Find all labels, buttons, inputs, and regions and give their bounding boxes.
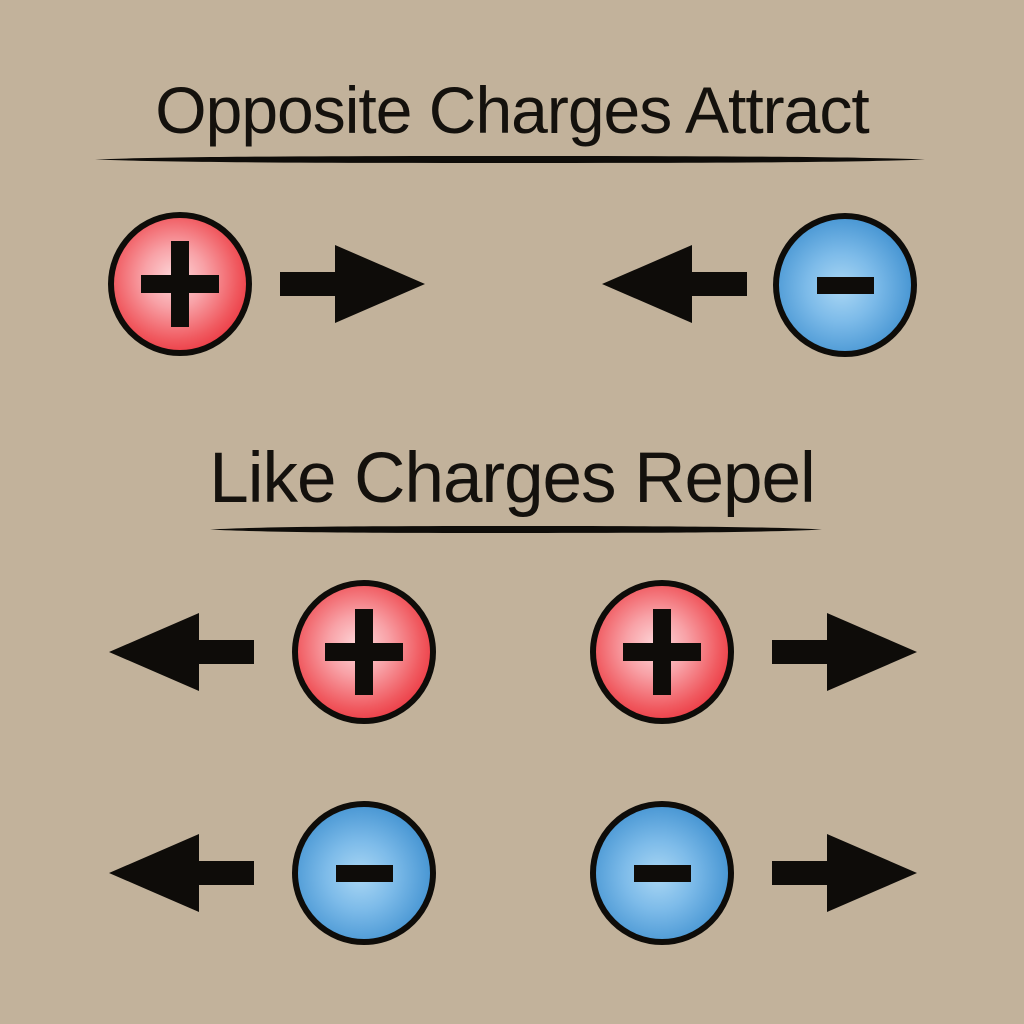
section-title-attract: Opposite Charges Attract [155, 73, 869, 147]
arrow-right-icon [280, 244, 425, 324]
minus-icon [335, 864, 393, 882]
negative-charge [590, 801, 734, 945]
arrow-left-icon [109, 612, 254, 692]
arrow-left-icon [109, 833, 254, 913]
positive-charge [108, 212, 252, 356]
minus-icon [633, 864, 691, 882]
title-underline-attract [95, 155, 925, 164]
plus-icon [623, 609, 701, 695]
arrow-right-icon [772, 612, 917, 692]
arrow-right-icon [772, 833, 917, 913]
minus-icon [816, 276, 874, 294]
tapered-line-icon [95, 156, 925, 163]
positive-charge [292, 580, 436, 724]
section-title-repel: Like Charges Repel [209, 439, 816, 518]
title-underline-repel [210, 525, 822, 534]
plus-icon [141, 241, 219, 327]
arrow-left-icon [602, 244, 747, 324]
plus-icon [325, 609, 403, 695]
tapered-line-icon [210, 526, 822, 533]
positive-charge [590, 580, 734, 724]
negative-charge [292, 801, 436, 945]
negative-charge [773, 213, 917, 357]
